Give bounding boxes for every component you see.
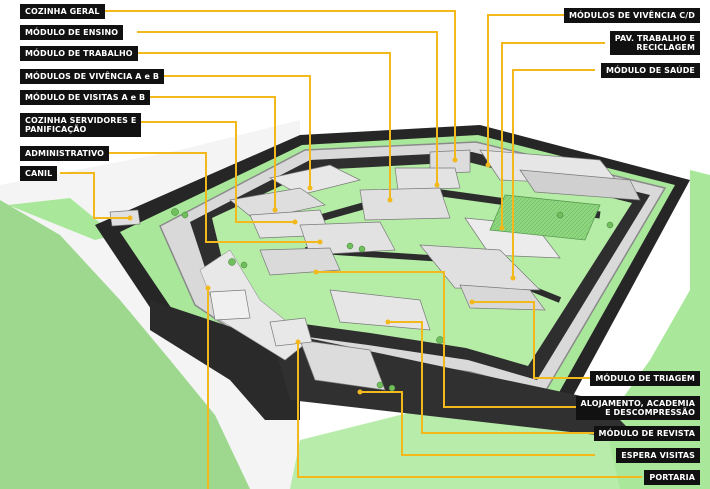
leader-dot xyxy=(452,157,458,163)
tree xyxy=(606,221,614,229)
leader-dot xyxy=(307,185,313,191)
label-modulo-revista: MÓDULO DE REVISTA xyxy=(593,426,700,441)
leader-modulo-revista xyxy=(388,321,595,434)
leader-portaria xyxy=(297,342,642,478)
tree xyxy=(436,336,444,344)
building-modulo-ensino xyxy=(394,167,461,191)
label-text: CANIL xyxy=(25,169,53,178)
label-pav-trabalho: PAV. TRABALHO E RECICLAGEM xyxy=(609,31,700,55)
label-text: ESPERA VISITAS xyxy=(621,451,695,460)
label-text: MÓDULO DE VISITAS A e B xyxy=(25,93,146,102)
tree xyxy=(228,258,236,266)
building-triagem xyxy=(459,284,546,311)
leader-cozinha-geral xyxy=(99,10,456,160)
label-modulos-vivencia-cd: MÓDULOS DE VIVÊNCIA C/D xyxy=(563,8,700,23)
tree xyxy=(358,245,366,253)
leader-dot xyxy=(295,339,301,345)
building-revista xyxy=(299,339,386,391)
leader-dot xyxy=(127,215,133,221)
leader-dot xyxy=(357,389,363,395)
label-modulo-ensino: MÓDULO DE ENSINO xyxy=(20,25,124,40)
label-text: MÓDULO DE ENSINO xyxy=(25,28,119,37)
leader-dot xyxy=(272,207,278,213)
access-road xyxy=(150,300,300,420)
label-text: COZINHA SERVIDORES E xyxy=(25,116,137,125)
left-grass-field xyxy=(0,200,250,489)
tree xyxy=(556,211,564,219)
label-text: PAV. TRABALHO E xyxy=(614,34,695,43)
building-modulos-cd-b xyxy=(519,169,641,201)
label-canil: CANIL xyxy=(20,166,58,181)
leader-canil xyxy=(60,172,130,219)
label-text: MÓDULO DE REVISTA xyxy=(598,429,695,438)
tree xyxy=(171,208,179,216)
leader-alojamento xyxy=(316,271,578,408)
leader-dot xyxy=(485,162,491,168)
label-text: E DESCOMPRESSÃO xyxy=(605,408,695,417)
label-text: MÓDULOS DE VIVÊNCIA A e B xyxy=(25,72,160,81)
sports-field xyxy=(489,194,601,241)
label-text: PANIFICAÇÃO xyxy=(25,125,87,134)
building-trabalho xyxy=(359,187,451,221)
label-modulos-vivencia-ab: MÓDULOS DE VIVÊNCIA A e B xyxy=(20,69,165,84)
label-modulo-triagem: MÓDULO DE TRIAGEM xyxy=(590,371,700,386)
leader-modulo-ensino xyxy=(137,31,438,185)
leader-modulos-vivencia-ab xyxy=(145,75,311,188)
building-gate-tower xyxy=(209,289,251,321)
label-text: COZINHA GERAL xyxy=(25,7,100,16)
tree xyxy=(376,381,384,389)
leader-modulo-saude xyxy=(512,69,595,278)
label-text: PORTARIA xyxy=(649,473,695,482)
leader-dot xyxy=(387,197,393,203)
leader-dot xyxy=(292,219,298,225)
grass-strip-left xyxy=(8,198,115,240)
leader-espera-visitas xyxy=(360,391,595,456)
leader-dot xyxy=(385,319,391,325)
leader-dot xyxy=(317,239,323,245)
building-portaria xyxy=(269,317,313,347)
leader-dot xyxy=(205,285,211,291)
label-text: MÓDULO DE SAÚDE xyxy=(606,66,695,75)
label-cozinha-geral: COZINHA GERAL xyxy=(20,4,105,19)
leader-dot xyxy=(313,269,319,275)
label-text: ALOJAMENTO, ACADEMIA xyxy=(580,399,695,408)
tree xyxy=(388,384,396,392)
label-text: MÓDULO DE TRABALHO xyxy=(25,49,133,58)
label-modulo-saude: MÓDULO DE SAÚDE xyxy=(601,63,700,78)
tree xyxy=(240,261,248,269)
building-administrativo xyxy=(299,221,396,256)
label-portaria: PORTARIA xyxy=(644,470,700,485)
leader-pav-trabalho xyxy=(501,42,605,228)
leader-modulo-trabalho xyxy=(126,52,391,200)
label-alojamento: ALOJAMENTO, ACADEMIA E DESCOMPRESSÃO xyxy=(575,396,700,420)
leader-lines xyxy=(60,10,642,489)
leader-dots xyxy=(127,157,516,395)
label-espera-visitas: ESPERA VISITAS xyxy=(616,448,700,463)
label-text: RECICLAGEM xyxy=(636,43,695,52)
label-modulo-trabalho: MÓDULO DE TRABALHO xyxy=(20,46,138,61)
building-cozinha-servidores xyxy=(259,247,341,276)
tree xyxy=(346,242,354,250)
leader-dot xyxy=(434,182,440,188)
building-vivencia-b xyxy=(229,187,326,221)
tree xyxy=(181,211,189,219)
label-modulo-visitas-ab: MÓDULO DE VISITAS A e B xyxy=(20,90,151,105)
label-cozinha-servidores: COZINHA SERVIDORES E PANIFICAÇÃO xyxy=(20,113,142,137)
label-text: MÓDULO DE TRIAGEM xyxy=(595,374,695,383)
leader-dot xyxy=(510,275,516,281)
leader-dot xyxy=(499,225,505,231)
leader-modulo-visitas-ab xyxy=(140,96,276,210)
leader-administrativo xyxy=(100,152,320,243)
trees xyxy=(171,208,614,392)
leader-modulo-triagem xyxy=(472,301,595,379)
label-text: ADMINISTRATIVO xyxy=(25,149,105,158)
building-alojamento xyxy=(329,289,431,331)
leader-dot xyxy=(469,299,475,305)
label-administrativo: ADMINISTRATIVO xyxy=(20,146,110,161)
label-text: MÓDULOS DE VIVÊNCIA C/D xyxy=(568,11,695,20)
leader-modulos-vivencia-cd xyxy=(487,14,565,165)
leader-cozinha-servidores xyxy=(130,121,295,223)
